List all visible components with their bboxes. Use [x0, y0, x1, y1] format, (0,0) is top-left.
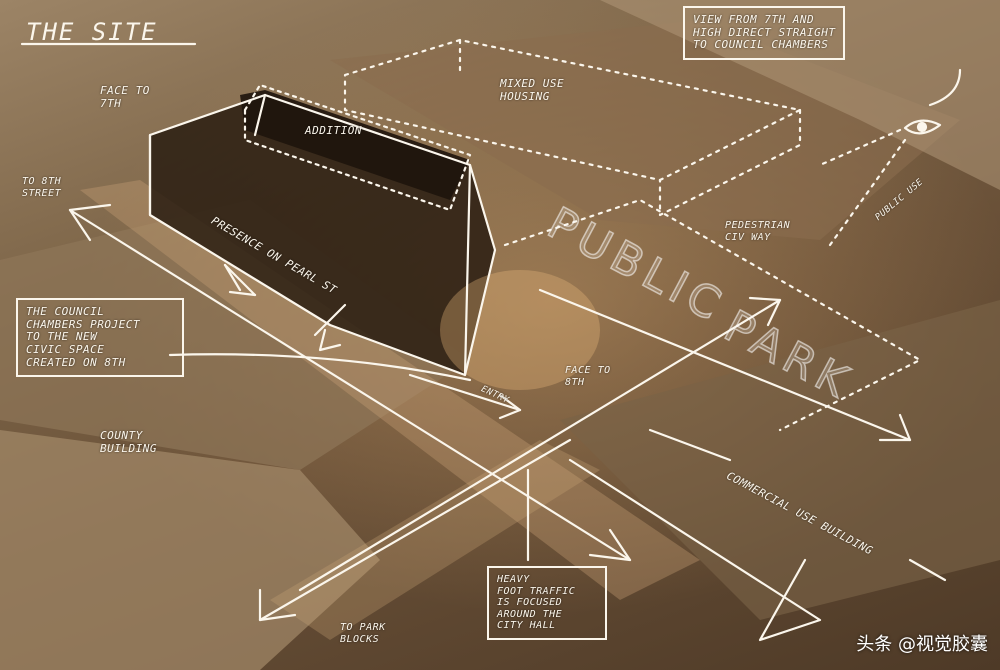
presence-arrow-2 [313, 303, 347, 337]
presence-arrowhead-2 [318, 328, 342, 352]
to-8th-note: TO 8TH STREET [22, 176, 62, 199]
to-park-blocks-arrowhead [258, 588, 297, 622]
commercial-arrow-2 [908, 558, 947, 582]
pearl-st-arrowhead-2 [588, 528, 632, 562]
county-building-note: COUNTY BUILDING [100, 429, 157, 455]
page-title: THE SITE [26, 18, 158, 46]
foot-traffic-box: HEAVY FOOT TRAFFIC IS FOCUSED AROUND THE… [487, 566, 607, 640]
face-to-8th-note: FACE TO 8TH [565, 365, 611, 388]
park-arrow [538, 288, 912, 442]
eye-symbol [903, 119, 942, 135]
northeast-block [600, 0, 1000, 190]
mixed-use-edges [458, 38, 802, 217]
county-block [0, 200, 470, 470]
view-line-1 [818, 128, 902, 167]
presence-arrowhead-1 [223, 263, 257, 297]
council-edges [148, 93, 472, 377]
face-to-7th-note: FACE TO 7TH [100, 84, 150, 110]
commercial-block [560, 300, 1000, 620]
view-from-note: VIEW FROM 7TH AND HIGH DIRECT STRAIGHT T… [683, 6, 846, 60]
addition-note: ADDITION [305, 124, 362, 137]
southwest-block [0, 430, 380, 670]
heavy-traffic-arrow [568, 458, 822, 642]
park-arrowhead [878, 413, 912, 442]
diagonal-arrow-2 [298, 298, 782, 592]
council-box-leader [168, 353, 472, 382]
addition-outline [243, 83, 472, 212]
mixed-use-outline [343, 38, 802, 182]
eye-pupil [916, 121, 928, 133]
pedestrian-note: PEDESTRIAN CIV WAY [725, 220, 791, 243]
to-park-blocks-note: TO PARK BLOCKS [340, 622, 386, 645]
mixed-use-note: MIXED USE HOUSING [500, 77, 565, 103]
civic-space-glow [440, 270, 600, 390]
park-outline [503, 198, 922, 432]
to-park-blocks-arrow [258, 438, 572, 622]
council-outline [148, 93, 497, 377]
council-chambers-box: THE COUNCIL CHAMBERS PROJECT TO THE NEW … [16, 298, 184, 378]
pearl-street [80, 180, 700, 600]
diagonal-arrowhead-2 [748, 296, 782, 327]
pearl-st-arrow [68, 208, 632, 562]
view-note-leader [928, 68, 962, 107]
entry-arrowhead [498, 393, 522, 420]
presence-arrow-1 [223, 263, 257, 297]
watermark-logo: 头条 @视觉胶囊 [856, 634, 988, 655]
commercial-arrow [648, 428, 732, 462]
addition-volume [240, 90, 470, 200]
view-line-2 [828, 138, 907, 247]
pearl-st-arrowhead [68, 203, 112, 242]
entry-arrow [408, 373, 522, 412]
